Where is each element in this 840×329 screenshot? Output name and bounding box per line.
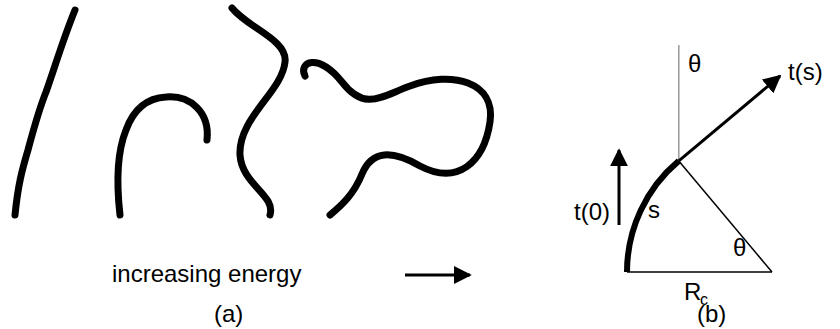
polymer-strand (15, 10, 75, 215)
radius-line (679, 161, 772, 272)
polymer-strand (232, 8, 285, 215)
panel-label: (b) (697, 302, 726, 326)
polymer-strand (118, 97, 207, 215)
vector-label: t(0) (574, 200, 610, 224)
vertical-reference (678, 45, 680, 161)
energy-arrow (405, 274, 470, 277)
radius-line (627, 271, 772, 273)
angle-label: θ (733, 236, 746, 260)
arc-length-label: s (648, 198, 660, 222)
tangent-arrow (618, 150, 621, 225)
polymer-strand (304, 62, 491, 215)
vector-label: t(s) (788, 60, 823, 84)
caption-text: increasing energy (112, 262, 301, 286)
panel-label: (a) (214, 302, 243, 326)
tangent-arrow (679, 76, 780, 161)
angle-label: θ (688, 52, 701, 76)
radius-label: R (684, 280, 701, 304)
arc-segment (627, 161, 679, 272)
